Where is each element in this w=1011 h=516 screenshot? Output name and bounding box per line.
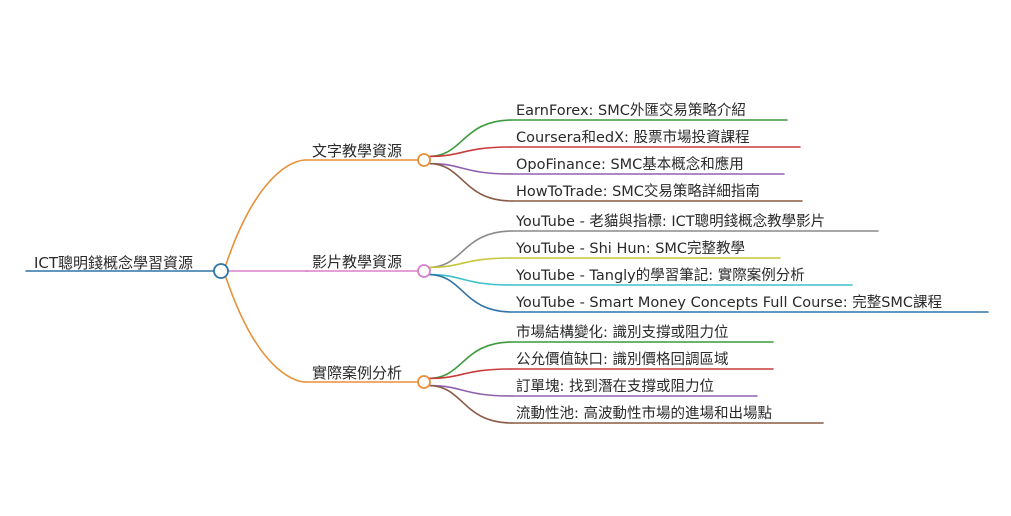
mind-map-nodes — [213, 153, 431, 389]
leaf-connector — [428, 273, 513, 313]
leaf-label: YouTube - Tangly的學習筆記: 實際案例分析 — [515, 266, 805, 284]
leaf-connector — [428, 162, 513, 202]
leaf-connector — [428, 368, 513, 380]
branch-node-circle — [417, 153, 431, 167]
leaf-connector — [428, 230, 513, 269]
leaf-label: YouTube - Smart Money Concepts Full Cour… — [515, 294, 942, 311]
leaf-label: HowToTrade: SMC交易策略詳細指南 — [516, 182, 760, 200]
branch-label: 實際案例分析 — [312, 364, 402, 382]
leaf-label: 訂單塊: 找到潛在支撐或阻力位 — [516, 378, 714, 395]
leaf-label: 市場結構變化: 識別支撐或阻力位 — [516, 324, 729, 341]
leaf-connector — [428, 257, 513, 269]
mind-map-labels: ICT聰明錢概念學習資源 文字教學資源 EarnForex: SMC外匯交易策略介紹… — [34, 101, 942, 422]
leaf-label: Coursera和edX: 股票市場投資課程 — [516, 129, 750, 146]
leaf-label: 流動性池: 高波動性市場的進場和出場點 — [516, 405, 772, 422]
branch-node-circle — [417, 375, 431, 389]
branch-label: 文字教學資源 — [312, 142, 402, 160]
branch-label: 影片教學資源 — [312, 253, 402, 271]
leaf-label: YouTube - 老貓與指標: ICT聰明錢概念教學影片 — [515, 212, 825, 230]
leaf-connector — [428, 341, 513, 380]
mind-map-connectors — [224, 119, 513, 424]
leaf-label: EarnForex: SMC外匯交易策略介紹 — [516, 101, 746, 119]
leaf-connector — [428, 119, 513, 158]
branch-connector — [224, 274, 307, 383]
branch-node-circle — [417, 264, 431, 278]
leaf-connector — [428, 384, 513, 424]
leaf-label: 公允價值缺口: 識別價格回調區域 — [516, 351, 729, 368]
leaf-label: YouTube - Shi Hun: SMC完整教學 — [515, 239, 745, 257]
mind-map-underlines — [25, 119, 989, 424]
branch-connector — [224, 159, 307, 268]
leaf-connector — [428, 146, 513, 158]
root-node-label: ICT聰明錢概念學習資源 — [34, 254, 193, 272]
root-node-circle — [213, 263, 229, 279]
leaf-label: OpoFinance: SMC基本概念和應用 — [516, 155, 744, 173]
